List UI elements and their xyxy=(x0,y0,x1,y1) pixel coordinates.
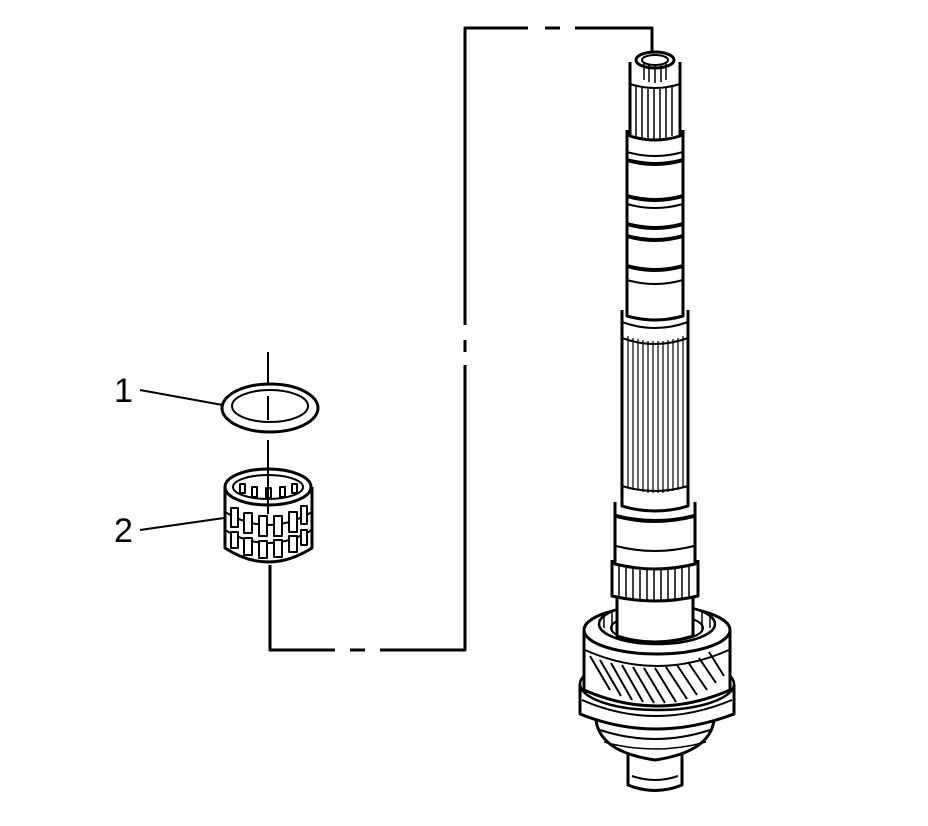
callout-1: 1 xyxy=(114,372,229,410)
routing-line xyxy=(268,26,654,652)
snap-ring xyxy=(220,352,320,476)
callout-2: 2 xyxy=(114,512,225,550)
callout-2-label: 2 xyxy=(114,512,133,550)
shaft-pilot xyxy=(626,750,684,792)
mainshaft-assembly xyxy=(578,50,736,792)
needle-bearing xyxy=(223,466,314,564)
callout-1-label: 1 xyxy=(114,372,133,410)
